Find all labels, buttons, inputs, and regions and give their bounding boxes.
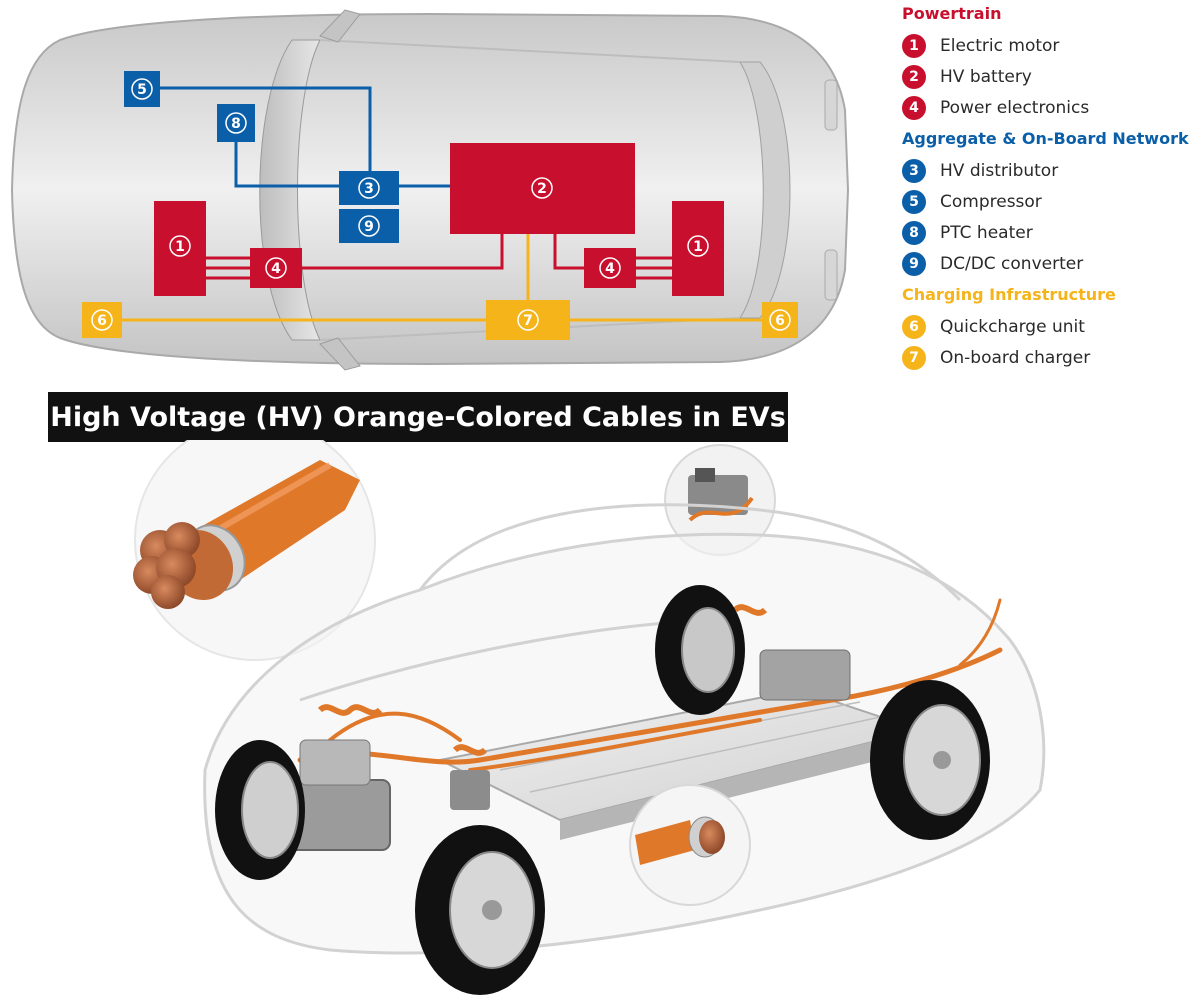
svg-text:6: 6: [97, 313, 107, 329]
legend: Powertrain 1 Electric motor 2 HV battery…: [902, 4, 1197, 379]
copper-conductors: [133, 522, 200, 609]
red-power-lines: [206, 234, 672, 280]
quickcharge-front-box: 6: [82, 302, 122, 338]
rear-axle-assembly: [732, 604, 851, 701]
legend-item: 3 HV distributor: [902, 155, 1197, 186]
legend-number-badge: 3: [902, 158, 926, 183]
legend-title-powertrain: Powertrain: [902, 4, 1002, 23]
legend-number-badge: 6: [902, 314, 926, 339]
legend-item: 5 Compressor: [902, 186, 1197, 217]
legend-item: 7 On-board charger: [902, 342, 1197, 373]
blue-network-lines: [160, 86, 450, 188]
legend-item: 4 Power electronics: [902, 92, 1197, 123]
legend-number-badge: 9: [902, 251, 926, 276]
electric-motor-rear-box: 1: [672, 201, 724, 296]
legend-item-label: Electric motor: [940, 35, 1060, 56]
legend-number-badge: 7: [902, 345, 926, 370]
wheel-rear-left: [655, 585, 745, 715]
legend-item-label: HV battery: [940, 66, 1032, 87]
svg-text:7: 7: [523, 313, 533, 329]
ptc-heater-box: 8: [217, 104, 255, 142]
svg-text:5: 5: [137, 82, 147, 98]
svg-text:4: 4: [271, 261, 281, 277]
hv-battery-box: 2: [450, 143, 635, 234]
legend-aggregate: Aggregate & On-Board Network 3 HV distri…: [902, 129, 1197, 279]
legend-number-badge: 8: [902, 220, 926, 245]
car-top-view: [10, 9, 850, 371]
hv-cable-closeup: [133, 440, 376, 661]
legend-item: 9 DC/DC converter: [902, 248, 1197, 279]
wheel-rear-right: [870, 680, 990, 840]
legend-item-label: Quickcharge unit: [940, 316, 1085, 337]
svg-text:1: 1: [175, 239, 185, 255]
legend-number-badge: 4: [902, 95, 926, 120]
legend-item-label: On-board charger: [940, 347, 1091, 368]
legend-item: 6 Quickcharge unit: [902, 311, 1197, 342]
legend-item-label: Compressor: [940, 191, 1042, 212]
ev-chassis-illustration: [133, 440, 1046, 995]
quickcharge-rear-box: 6: [762, 302, 798, 338]
ev-component-diagram: 5 8 3 9 2 1 4 4 1 6: [10, 9, 850, 371]
svg-text:6: 6: [775, 313, 785, 329]
legend-item: 8 PTC heater: [902, 217, 1197, 248]
legend-title-charging: Charging Infrastructure: [902, 285, 1116, 304]
legend-title-aggregate: Aggregate & On-Board Network: [902, 129, 1189, 148]
legend-item-label: DC/DC converter: [940, 253, 1084, 274]
hv-orange-cable-run: [297, 598, 1003, 772]
hv-distributor-box: 3: [339, 171, 399, 205]
power-electronics-rear-box: 4: [584, 248, 636, 288]
legend-number-badge: 1: [902, 33, 926, 58]
onboard-charger-box: 7: [486, 300, 570, 340]
svg-text:1: 1: [693, 239, 703, 255]
legend-item-label: PTC heater: [940, 222, 1033, 243]
legend-charging: Charging Infrastructure 6 Quickcharge un…: [902, 285, 1197, 373]
hv-cable-section-callout: [629, 784, 751, 906]
legend-number-badge: 5: [902, 189, 926, 214]
svg-text:9: 9: [364, 219, 374, 235]
svg-text:8: 8: [231, 116, 241, 132]
banner-title: High Voltage (HV) Orange-Colored Cables …: [50, 401, 786, 433]
legend-item: 2 HV battery: [902, 61, 1197, 92]
legend-item-label: Power electronics: [940, 97, 1090, 118]
title-banner: High Voltage (HV) Orange-Colored Cables …: [48, 392, 788, 442]
compressor-box: 5: [124, 71, 160, 107]
yellow-charging-lines: [122, 234, 762, 322]
wheel-front-right: [415, 825, 545, 995]
svg-text:4: 4: [605, 261, 615, 277]
front-motor-assembly: [279, 704, 490, 851]
dcdc-converter-box: 9: [339, 209, 399, 243]
wheel-front-left: [215, 740, 305, 880]
legend-number-badge: 2: [902, 64, 926, 89]
svg-text:2: 2: [537, 181, 547, 197]
legend-powertrain: Powertrain 1 Electric motor 2 HV battery…: [902, 4, 1197, 123]
power-electronics-front-box: 4: [250, 248, 302, 288]
svg-text:3: 3: [364, 181, 374, 197]
electric-motor-front-box: 1: [154, 201, 206, 296]
legend-item-label: HV distributor: [940, 160, 1059, 181]
legend-item: 1 Electric motor: [902, 30, 1197, 61]
